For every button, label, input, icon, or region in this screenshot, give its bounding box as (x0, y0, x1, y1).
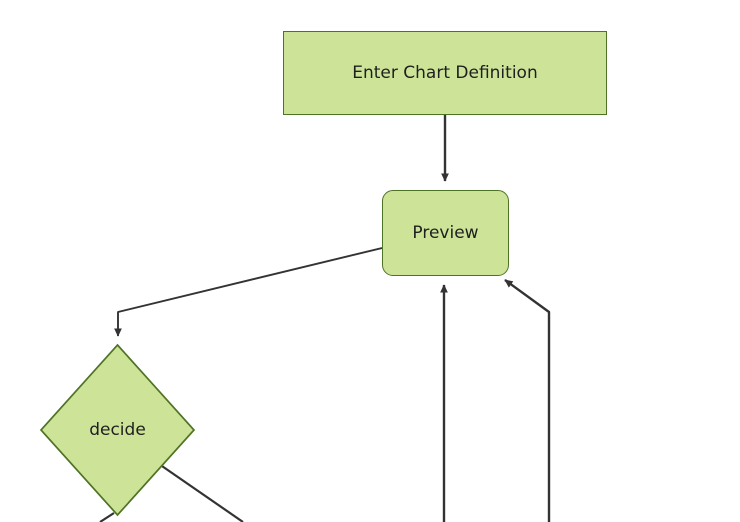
node-enter-chart-definition-label: Enter Chart Definition (352, 62, 538, 83)
edge-decide-to-bottom-left (99, 512, 115, 522)
node-decide[interactable]: decide (40, 344, 195, 516)
node-decide-shape[interactable] (39, 343, 196, 517)
edge-decide-to-bottom-right (158, 463, 244, 522)
node-enter-chart-definition[interactable]: Enter Chart Definition (283, 31, 607, 115)
node-preview-label: Preview (412, 222, 479, 243)
node-decide-label: decide (89, 419, 146, 440)
edge-preview-to-decide (114, 247, 383, 337)
node-preview[interactable]: Preview (382, 190, 509, 276)
edge-bottom-right-to-preview (504, 279, 551, 522)
